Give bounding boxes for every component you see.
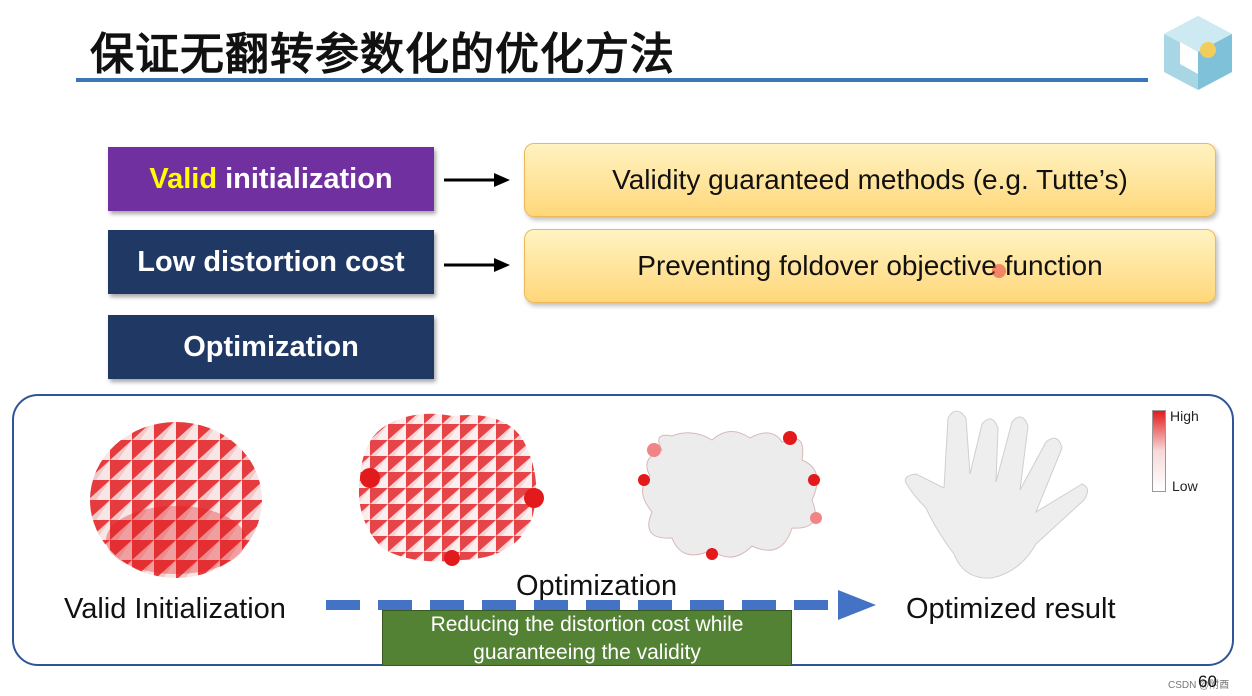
page-number: 60 xyxy=(1198,672,1217,691)
note-line-2: guaranteeing the validity xyxy=(473,641,701,664)
valid-highlight-text: Valid xyxy=(149,162,218,195)
initial-disk-mesh xyxy=(90,422,262,578)
intermediate-mesh-2 xyxy=(638,431,822,560)
title-underline xyxy=(76,78,1148,82)
validity-methods-box: Validity guaranteed methods (e.g. Tutte’… xyxy=(524,143,1216,217)
valid-initialization-label: Valid Initialization xyxy=(64,593,286,625)
slide-title: 保证无翻转参数化的优化方法 xyxy=(90,29,675,80)
optimization-label: Optimization xyxy=(516,570,678,602)
legend-low-label: Low xyxy=(1172,478,1198,494)
dashed-arrow-icon xyxy=(326,590,876,620)
watermark: CSDN @附酉 xyxy=(1168,680,1230,691)
preventing-foldover-box: Preventing foldover objective function xyxy=(524,229,1216,303)
valid-initialization-box: Valid initialization xyxy=(108,147,434,211)
note-line-1: Reducing the distortion cost while xyxy=(430,613,744,636)
pointer-dot xyxy=(992,264,1006,278)
optimized-hand-mesh xyxy=(904,410,1088,579)
initialization-text: initialization xyxy=(217,162,393,195)
intermediate-mesh-1 xyxy=(358,413,544,566)
optimization-box: Optimization xyxy=(108,315,434,379)
low-distortion-box: Low distortion cost xyxy=(108,230,434,294)
reducing-distortion-note: Reducing the distortion cost while guara… xyxy=(382,610,792,666)
arrow-right-icon xyxy=(444,258,510,272)
distortion-color-legend xyxy=(1152,410,1166,492)
arrow-right-icon xyxy=(444,173,510,187)
optimized-result-label: Optimized result xyxy=(906,593,1116,625)
legend-high-label: High xyxy=(1170,408,1199,424)
logo-cube-icon xyxy=(1164,16,1232,90)
